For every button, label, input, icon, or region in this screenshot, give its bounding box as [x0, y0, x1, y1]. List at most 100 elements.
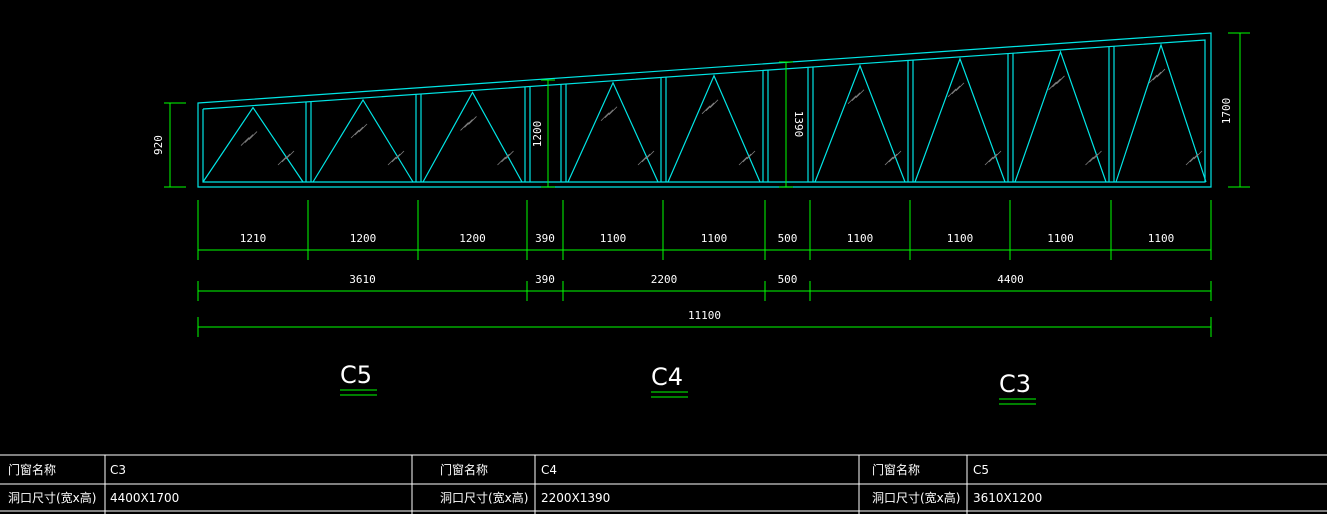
glass-panel-mark — [567, 81, 659, 183]
hatch-stroke — [884, 156, 894, 166]
hatch-stroke — [1052, 78, 1061, 88]
height-dim-mid2: 1390 — [792, 111, 805, 138]
hatch-stroke — [1093, 150, 1102, 160]
hatch-stroke — [464, 119, 473, 128]
hatch-stroke — [1085, 156, 1094, 166]
hatch-stroke — [460, 122, 469, 131]
height-dim-left: 920 — [152, 135, 165, 155]
hatch-stroke — [892, 150, 902, 160]
dimension-label: 1200 — [350, 232, 377, 245]
hatch-stroke — [1185, 156, 1195, 166]
dimension-label: 1100 — [1047, 232, 1074, 245]
dimension-label: 1100 — [600, 232, 627, 245]
hatch-stroke — [705, 102, 715, 112]
hatch-stroke — [988, 153, 998, 163]
dimension-label: 1100 — [947, 232, 974, 245]
inner-frame — [202, 39, 1206, 183]
hatch-stroke — [641, 153, 651, 163]
hatch-stroke — [645, 150, 655, 160]
window-tag-c5: C5 — [340, 361, 372, 389]
width-dimension-labels: 1210 1200 1200 390 1100 1100 500 1100 1100 1100 11… — [240, 232, 1175, 322]
hatch-stroke — [738, 156, 748, 166]
schedule-size-value-2: 2200X1390 — [541, 491, 610, 505]
hatch-stroke — [1148, 74, 1158, 84]
hatch-stroke — [1189, 153, 1199, 163]
schedule-name-value-1: C3 — [110, 463, 126, 477]
height-dimensions — [164, 32, 1250, 188]
glass-panels — [202, 43, 1207, 183]
dimension-label: 390 — [535, 232, 555, 245]
dimension-label: 2200 — [651, 273, 678, 286]
hatch-stroke — [240, 137, 250, 146]
hatch-stroke — [888, 153, 898, 163]
dimension-label: 1100 — [847, 232, 874, 245]
dimension-label: 1210 — [240, 232, 267, 245]
glass-panel-mark — [1014, 50, 1107, 183]
glass-panel-mark — [202, 106, 304, 183]
window-tags: C5 C4 C3 — [340, 361, 1036, 405]
width-dimensions — [197, 200, 1212, 337]
hatch-stroke — [951, 85, 961, 95]
dimension-label: 11100 — [688, 309, 721, 322]
hatch-stroke — [701, 105, 711, 115]
schedule-size-header-3: 洞口尺寸(宽x高) — [872, 490, 960, 505]
window-tag-c4: C4 — [651, 363, 683, 391]
hatch-stroke — [1193, 150, 1203, 160]
schedule-size-value-3: 3610X1200 — [973, 491, 1042, 505]
schedule-name-header-3: 门窗名称 — [872, 462, 920, 477]
dimension-label: 500 — [778, 232, 798, 245]
glass-panel-mark — [422, 91, 523, 183]
schedule-size-header-2: 洞口尺寸(宽x高) — [440, 490, 528, 505]
schedule-cells: 门窗名称 C3 洞口尺寸(宽x高) 4400X1700 门窗名称 C4 洞口尺寸… — [8, 462, 1042, 505]
window-tag-c3: C3 — [999, 370, 1031, 398]
glass-hatching — [240, 68, 1203, 166]
hatch-stroke — [746, 150, 756, 160]
hatch-stroke — [244, 134, 254, 143]
hatch-stroke — [600, 112, 610, 122]
schedule-table — [0, 454, 1327, 514]
dimension-label: 390 — [535, 273, 555, 286]
mullions — [305, 46, 1115, 182]
hatch-stroke — [497, 156, 506, 166]
hatch-stroke — [1089, 153, 1098, 163]
hatch-stroke — [1056, 75, 1065, 85]
schedule-name-value-3: C5 — [973, 463, 989, 477]
dimension-label: 1100 — [1148, 232, 1175, 245]
hatch-stroke — [1152, 71, 1162, 81]
hatch-stroke — [350, 129, 360, 139]
hatch-stroke — [709, 99, 719, 109]
schedule-name-header-1: 门窗名称 — [8, 462, 56, 477]
hatch-stroke — [505, 150, 514, 160]
hatch-stroke — [851, 92, 861, 102]
glass-panel-mark — [667, 74, 761, 183]
glass-panel-mark — [1115, 43, 1207, 183]
hatch-stroke — [1156, 68, 1166, 78]
hatch-stroke — [1048, 81, 1057, 91]
schedule-size-value-1: 4400X1700 — [110, 491, 179, 505]
dimension-label: 1100 — [701, 232, 728, 245]
window-elevation — [197, 32, 1212, 188]
hatch-stroke — [955, 82, 965, 92]
hatch-stroke — [354, 126, 364, 136]
schedule-name-value-2: C4 — [541, 463, 557, 477]
dimension-label: 4400 — [997, 273, 1024, 286]
glass-panel-mark — [814, 64, 906, 183]
dimension-label: 500 — [778, 273, 798, 286]
hatch-stroke — [358, 123, 368, 133]
hatch-stroke — [604, 109, 614, 119]
schedule-size-header-1: 洞口尺寸(宽x高) — [8, 490, 96, 505]
hatch-stroke — [947, 88, 957, 98]
hatch-stroke — [742, 153, 752, 163]
hatch-stroke — [277, 156, 287, 166]
hatch-stroke — [281, 153, 291, 163]
hatch-stroke — [391, 153, 401, 163]
hatch-stroke — [992, 150, 1002, 160]
hatch-stroke — [395, 150, 405, 160]
hatch-stroke — [468, 116, 477, 125]
hatch-stroke — [501, 153, 510, 163]
dimension-label: 1200 — [459, 232, 486, 245]
hatch-stroke — [387, 156, 397, 166]
schedule-name-header-2: 门窗名称 — [440, 462, 488, 477]
height-dim-mid: 1200 — [531, 121, 544, 148]
